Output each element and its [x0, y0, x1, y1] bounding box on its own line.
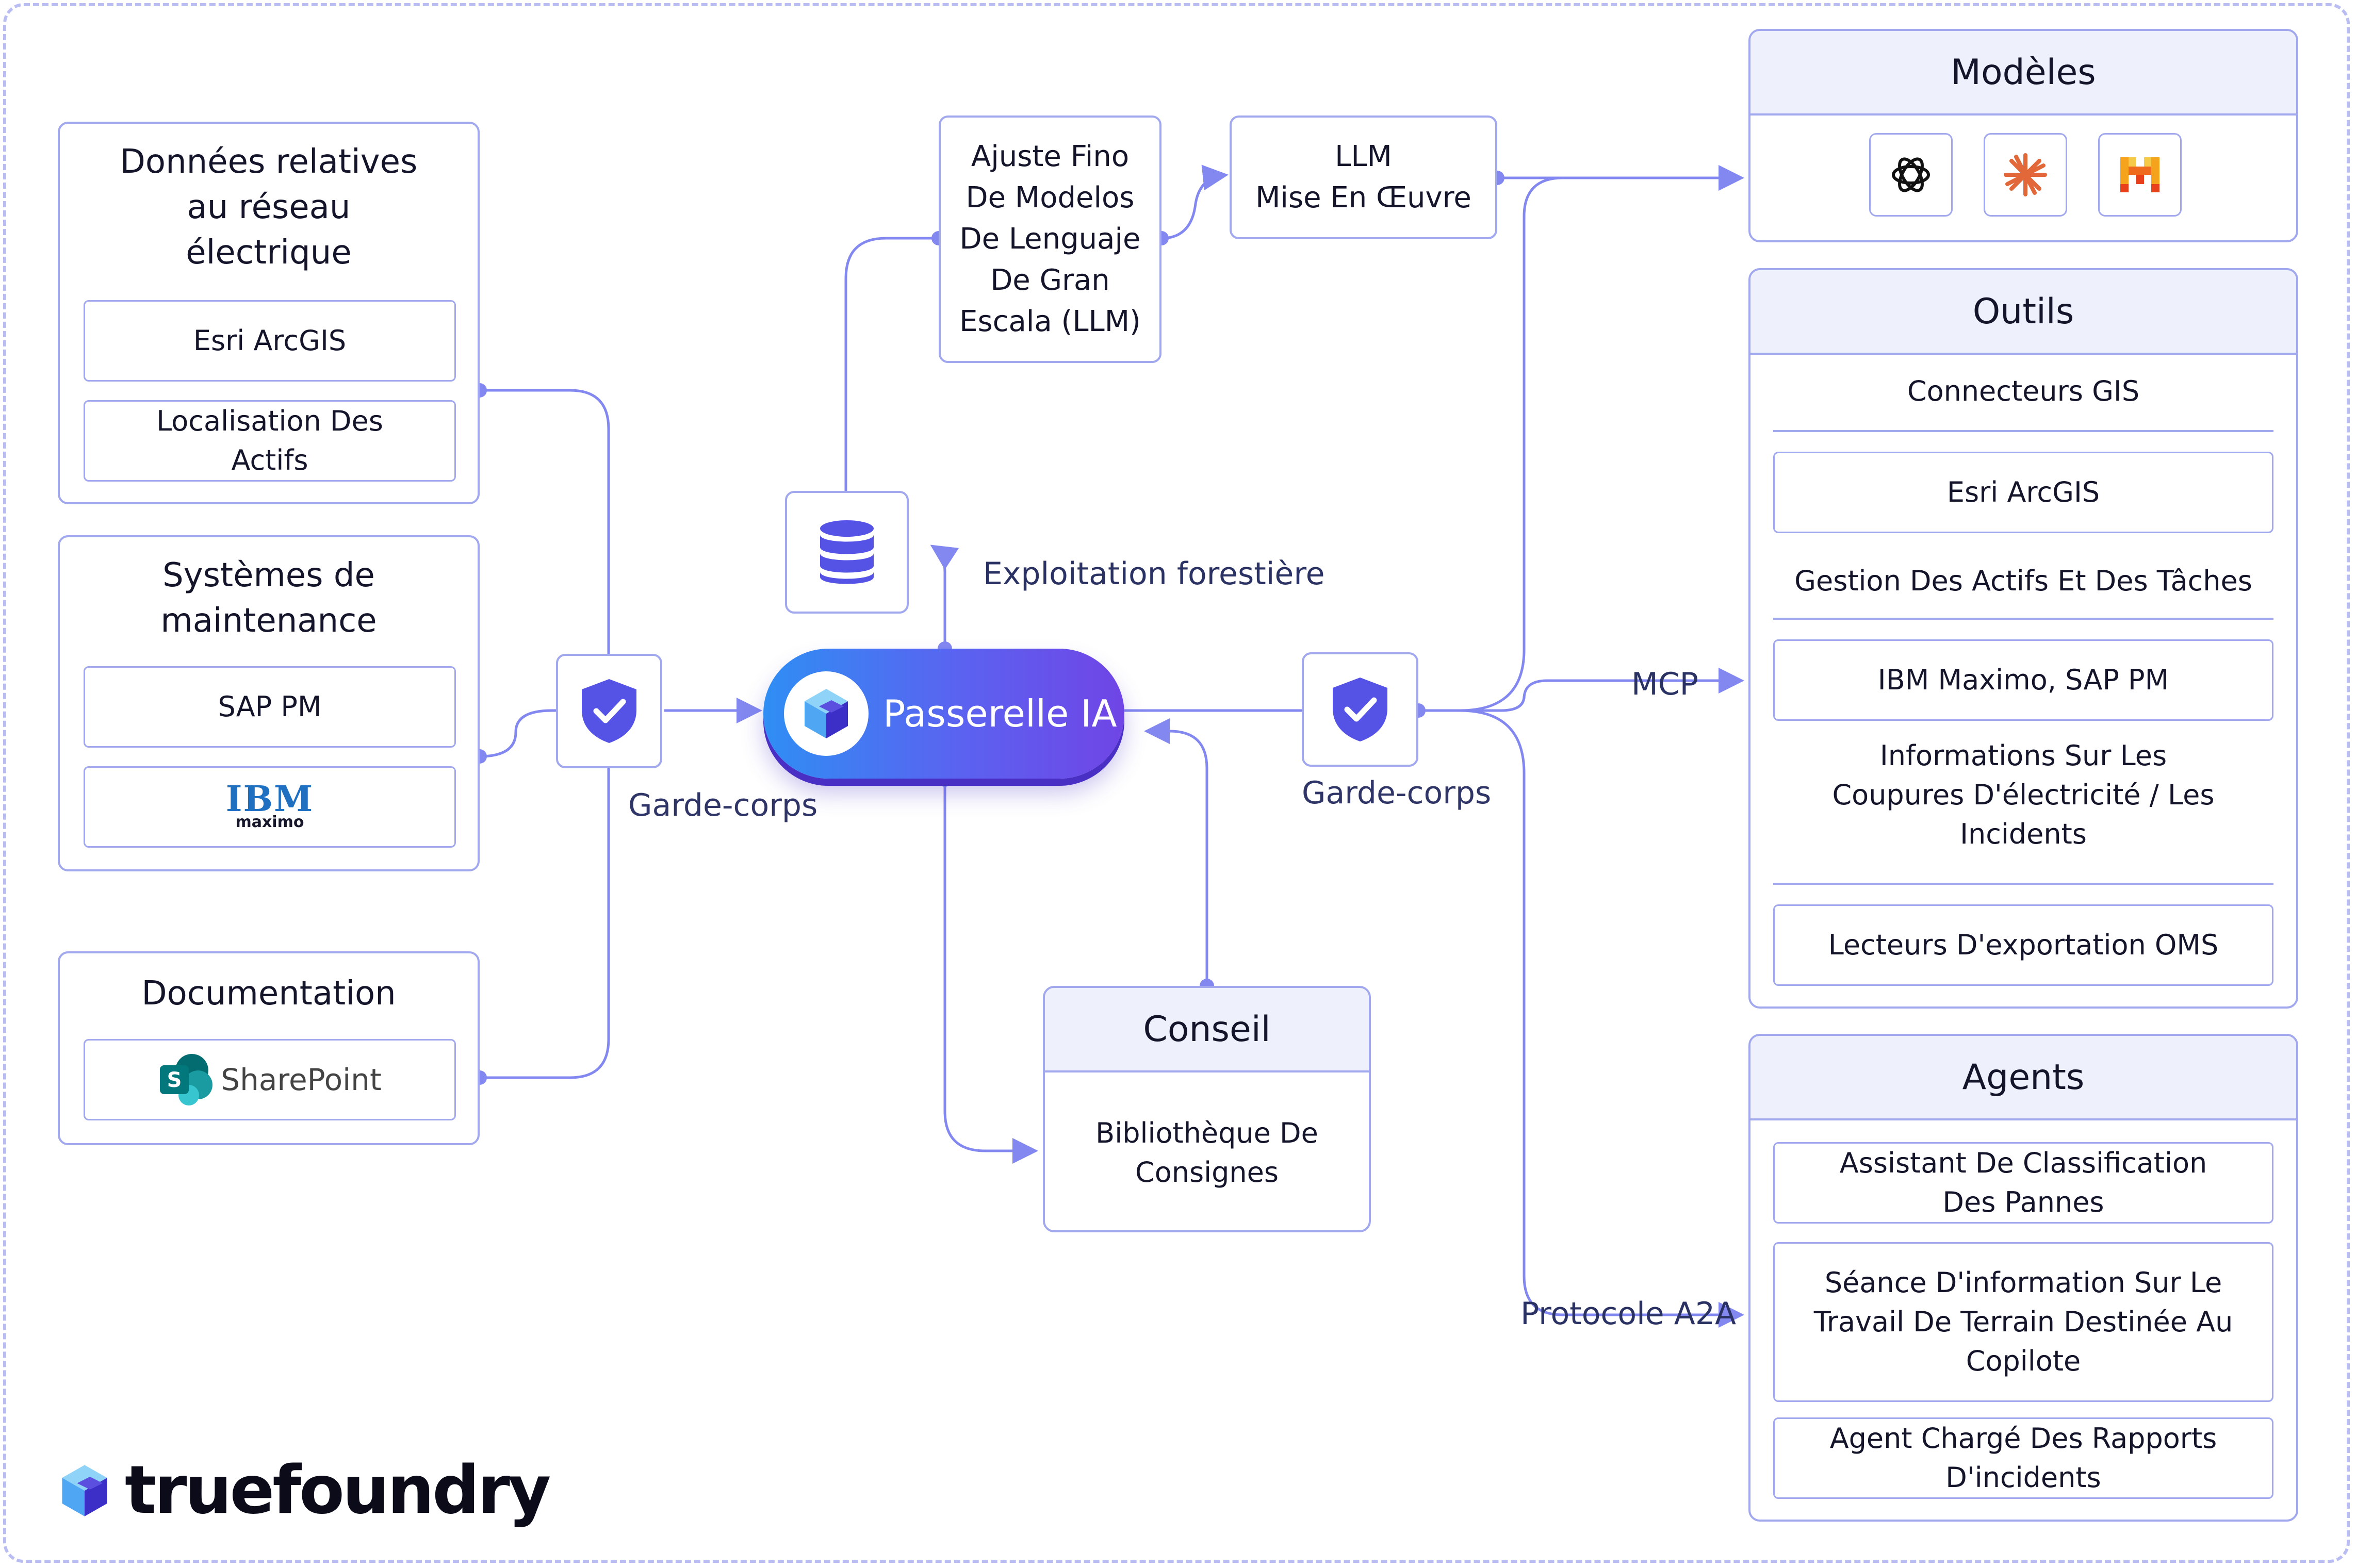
wire-database-to-finetune [844, 237, 939, 491]
ibm-maximo-sap-pm-item[interactable]: IBM Maximo, SAP PM [1773, 639, 2273, 721]
shield-check-icon [1333, 678, 1387, 741]
agents-panel: Agents Assistant De Classification Des P… [1748, 1034, 2298, 1522]
outage-info-label: Informations Sur Les Coupures D'électric… [1832, 739, 2215, 850]
database-node[interactable] [785, 491, 909, 614]
tools-divider [1773, 430, 2273, 432]
documentation-title: Documentation [141, 975, 396, 1013]
tools-divider [1773, 883, 2273, 885]
sap-pm-item[interactable]: SAP PM [84, 666, 456, 748]
tools-panel: Outils Connecteurs GIS Esri ArcGIS Gesti… [1748, 268, 2298, 1009]
shield-check-icon [582, 679, 636, 743]
wire-guardrail-to-agents [1418, 709, 1744, 1328]
right-guardrail[interactable] [1302, 652, 1418, 767]
openai-icon[interactable] [1869, 133, 1953, 217]
database-icon [820, 520, 874, 584]
sharepoint-icon: S [160, 1054, 213, 1105]
prompt-library-item[interactable]: Bibliothèque De Consignes [1095, 1117, 1318, 1189]
truefoundry-brand: truefoundry [56, 1452, 551, 1529]
asset-location-item[interactable]: Localisation Des Actifs [84, 400, 456, 482]
agent-incident-reports[interactable]: Agent Chargé Des Rapports D'incidents [1773, 1417, 2273, 1499]
maintenance-group: Systèmes de maintenance SAP PM IBM maxim… [58, 535, 480, 871]
right-guardrail-label: Garde-corps [1302, 775, 1492, 811]
tools-divider [1773, 618, 2273, 620]
advice-panel: Conseil Bibliothèque De Consignes [1043, 986, 1371, 1232]
left-guardrail-label: Garde-corps [628, 787, 818, 823]
wire-maintenance-to-guardrail [479, 709, 556, 758]
wire-documentation-to-guardrail [480, 768, 610, 1079]
maximo-logo-text: maximo [235, 813, 304, 831]
documentation-group: Documentation S SharePoint [58, 951, 480, 1145]
a2a-label: Protocole A2A [1520, 1296, 1737, 1332]
wire-guardrail-to-tools [1418, 668, 1744, 712]
models-panel: Modèles [1748, 29, 2298, 242]
truefoundry-logo-icon [62, 1464, 107, 1516]
svg-text:S: S [167, 1068, 182, 1092]
sharepoint-item[interactable]: S SharePoint [84, 1039, 456, 1120]
left-guardrail[interactable] [556, 654, 662, 768]
asset-task-management-label: Gestion Des Actifs Et Des Tâches [1794, 565, 2252, 597]
wire-gateway-to-database [930, 544, 959, 649]
llm-deploy-node[interactable]: LLM Mise En Œuvre [1230, 115, 1497, 239]
gis-connectors-label: Connecteurs GIS [1907, 375, 2140, 407]
gateway-logo [784, 671, 869, 756]
sharepoint-logo-text: SharePoint [221, 1062, 382, 1097]
grid-data-group: Données relatives au réseau électrique E… [58, 122, 480, 504]
wire-guardrail-to-models [1418, 165, 1744, 712]
wire-advice-to-gateway [1144, 718, 1208, 986]
fine-tune-node[interactable]: Ajuste Fino De Modelos De Lenguaje De Gr… [939, 115, 1161, 363]
esri-arcgis-item[interactable]: Esri ArcGIS [84, 300, 456, 382]
tools-esri-arcgis-item[interactable]: Esri ArcGIS [1773, 452, 2273, 533]
models-title: Modèles [1750, 31, 2296, 115]
truefoundry-cube-icon [805, 689, 848, 738]
wire-gateway-to-advice [943, 780, 1038, 1164]
grid-data-title: Données relatives au réseau électrique [120, 143, 418, 272]
maintenance-title: Systèmes de maintenance [160, 556, 377, 640]
mcp-label: MCP [1631, 666, 1698, 702]
advice-title: Conseil [1045, 988, 1369, 1072]
wire-grid-to-guardrail [480, 389, 610, 654]
ibm-maximo-item[interactable]: IBM maximo [84, 766, 456, 848]
mistral-icon[interactable] [2098, 133, 2182, 217]
anthropic-icon[interactable] [1984, 133, 2067, 217]
agents-title: Agents [1750, 1036, 2296, 1120]
agent-fault-classification[interactable]: Assistant De Classification Des Pannes [1773, 1142, 2273, 1224]
ai-gateway[interactable]: Passerelle IA [763, 649, 1124, 779]
gateway-label: Passerelle IA [883, 692, 1117, 735]
truefoundry-wordmark: truefoundry [125, 1452, 551, 1529]
agent-field-work-briefing[interactable]: Séance D'information Sur Le Travail De T… [1773, 1242, 2273, 1402]
oms-export-readers-item[interactable]: Lecteurs D'exportation OMS [1773, 904, 2273, 986]
ibm-logo-text: IBM [225, 779, 314, 820]
tools-title: Outils [1750, 270, 2296, 355]
dashed-frame [3, 3, 2350, 1563]
logging-label: Exploitation forestière [983, 556, 1325, 592]
wire-finetune-to-llm [1161, 164, 1229, 240]
